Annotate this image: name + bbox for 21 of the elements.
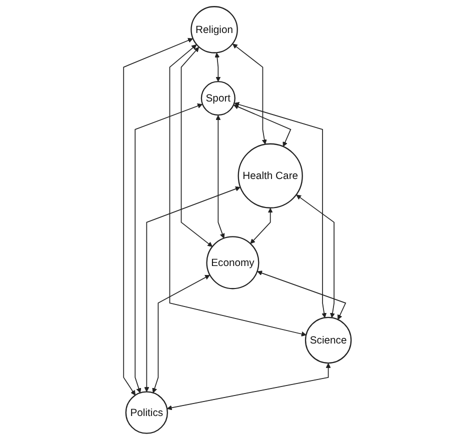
node-circle: Economy <box>206 236 259 290</box>
arrow <box>168 44 306 336</box>
arrow <box>233 104 291 147</box>
node-circle: Religion <box>190 6 238 54</box>
arrow <box>180 46 212 247</box>
node-circle: Science <box>304 316 352 364</box>
arrow <box>166 363 330 410</box>
arrow <box>134 104 202 394</box>
arrow <box>256 270 346 320</box>
arrow <box>214 52 220 82</box>
node-circle: Sport <box>200 81 236 116</box>
arrow <box>152 274 210 394</box>
node-circle: Health Care <box>237 143 303 208</box>
arrow <box>122 38 193 396</box>
node-circle: Politics <box>124 391 168 434</box>
arrow <box>296 194 335 318</box>
arrow <box>144 186 240 392</box>
arrow <box>215 115 224 238</box>
arrow <box>234 102 326 318</box>
arrow <box>250 208 273 244</box>
arrow <box>232 44 267 145</box>
